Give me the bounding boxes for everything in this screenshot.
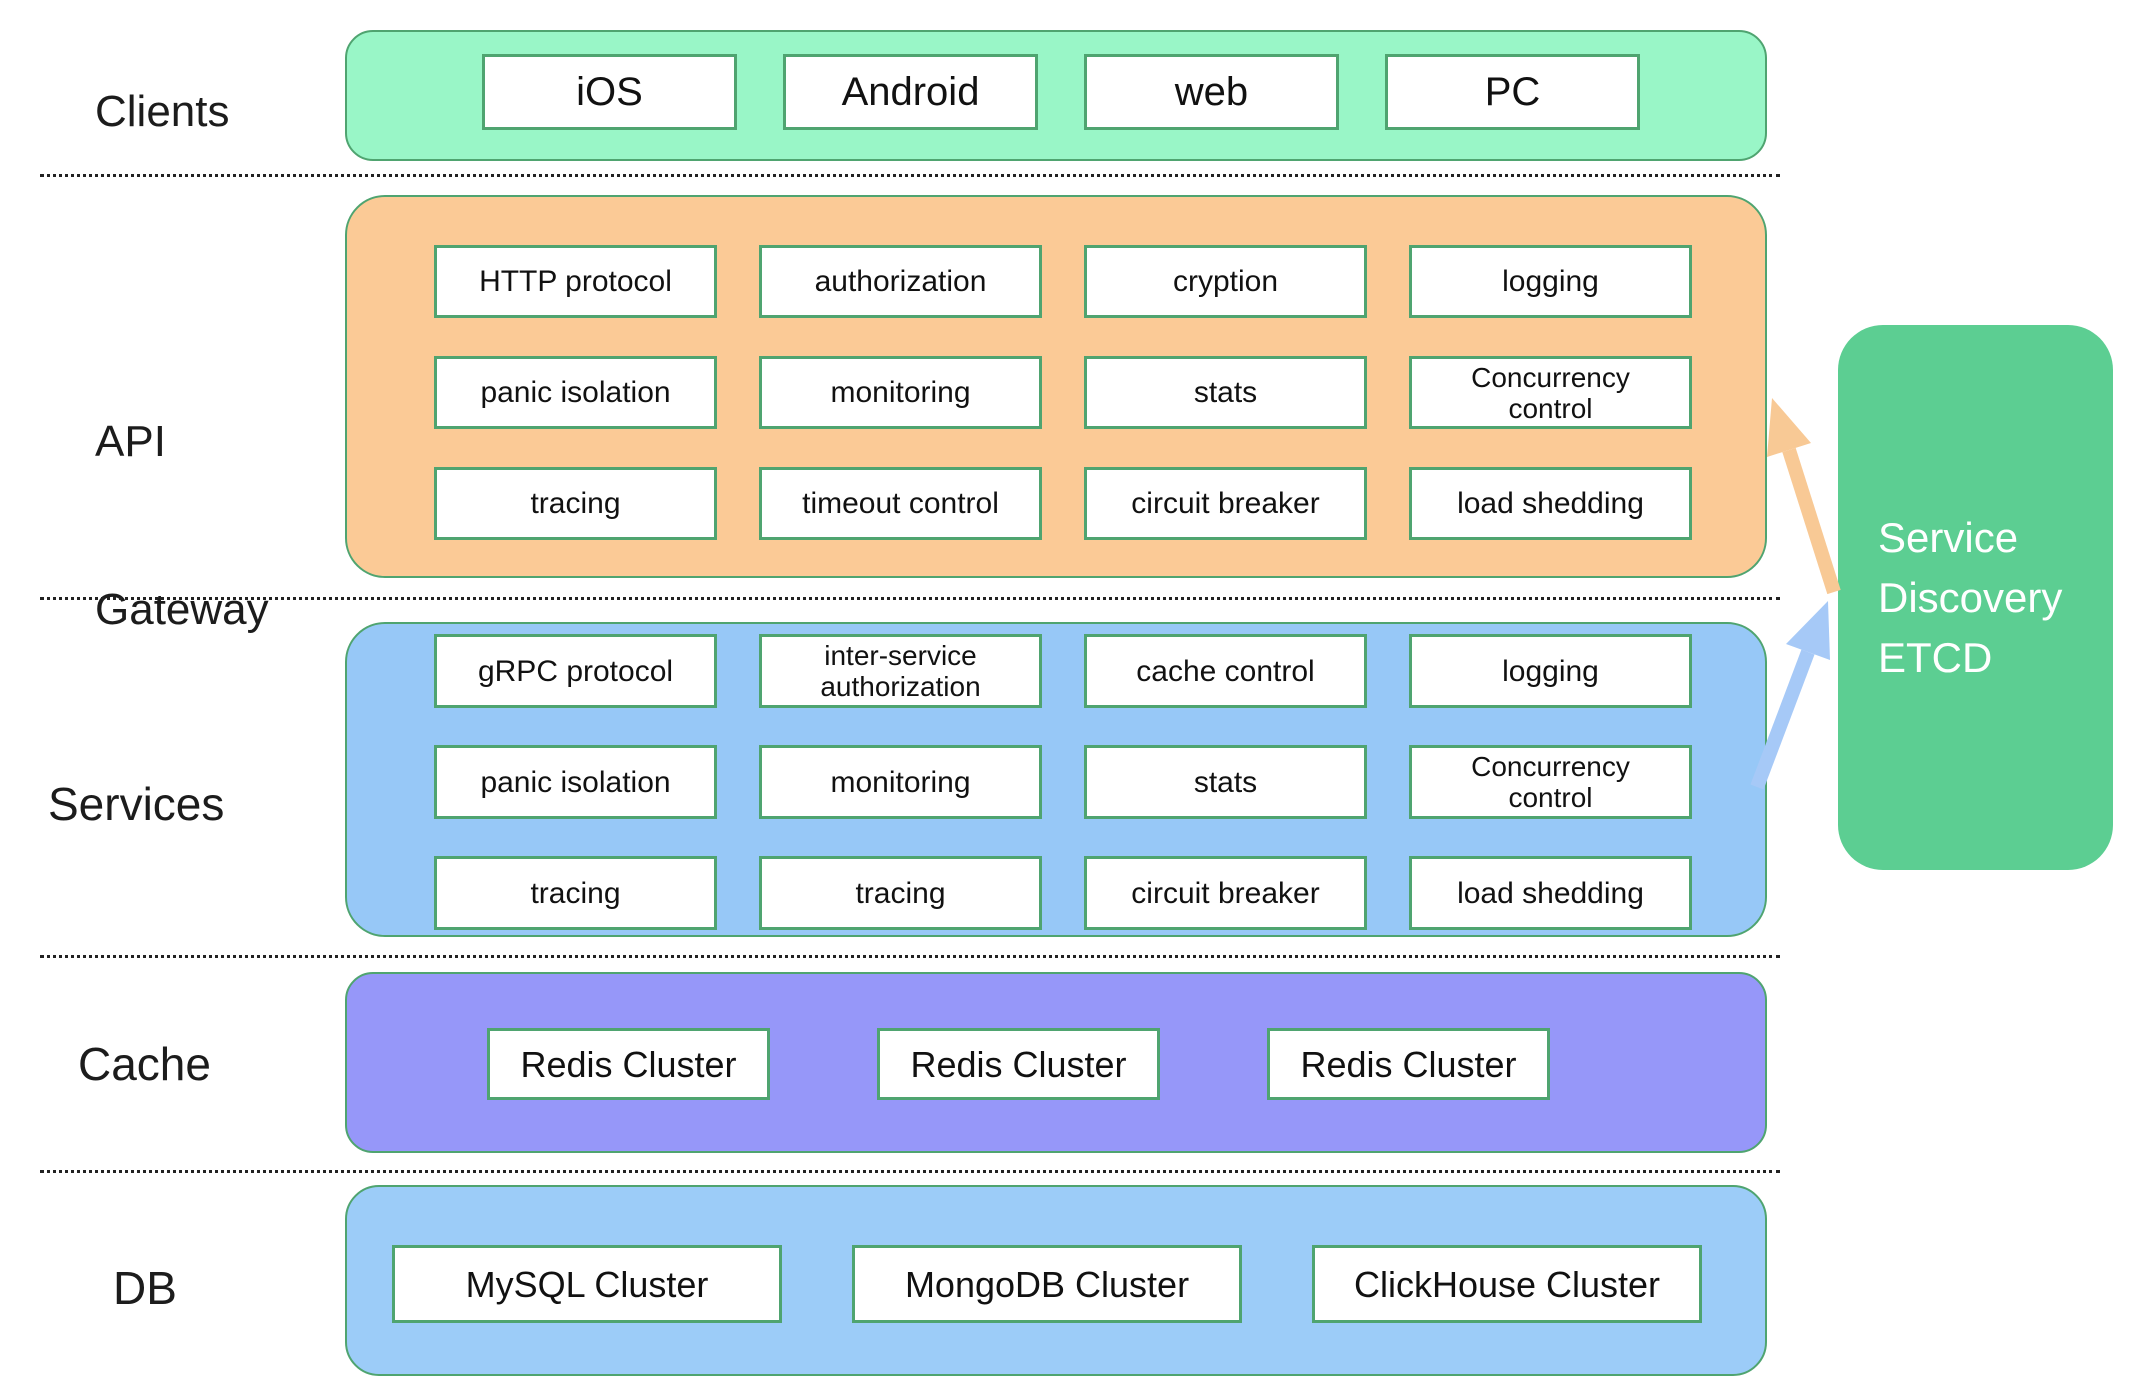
clients-layer-box: iOS Android web PC [345,30,1767,161]
node-mongodb-cluster: MongoDB Cluster [852,1245,1242,1323]
node-gw-monitoring: monitoring [759,356,1042,429]
node-android: Android [783,54,1038,130]
layer-label-clients: Clients [95,87,230,136]
node-gw-tracing: tracing [434,467,717,540]
node-pc: PC [1385,54,1640,130]
layer-label-services: Services [48,778,225,830]
separator-cache-db [40,1170,1780,1173]
node-gw-load-shedding: load shedding [1409,467,1692,540]
node-gw-panic-isolation: panic isolation [434,356,717,429]
node-inter-service-authorization: inter-service authorization [759,634,1042,708]
node-svc-concurrency-control: Concurrency control [1409,745,1692,819]
layer-label-db: DB [113,1262,177,1314]
etcd-label-line3: ETCD [1878,633,1993,681]
separator-gateway-services [40,597,1780,600]
etcd-label-line2: Discovery [1878,573,2063,621]
etcd-label-line1: Service [1878,513,2019,561]
node-ios: iOS [482,54,737,130]
api-gateway-layer-box: HTTP protocol authorization cryption log… [345,195,1767,578]
layer-label-cache: Cache [78,1038,211,1090]
layer-label-api-gateway: API Gateway [95,302,269,750]
node-authorization: authorization [759,245,1042,318]
node-svc-load-shedding: load shedding [1409,856,1692,930]
node-cryption: cryption [1084,245,1367,318]
node-redis-cluster-3: Redis Cluster [1267,1028,1550,1100]
node-svc-circuit-breaker: circuit breaker [1084,856,1367,930]
db-layer-box: MySQL Cluster MongoDB Cluster ClickHouse… [345,1185,1767,1376]
arrow-services-to-etcd [1750,601,1830,790]
node-timeout-control: timeout control [759,467,1042,540]
node-http-protocol: HTTP protocol [434,245,717,318]
cache-layer-box: Redis Cluster Redis Cluster Redis Cluste… [345,972,1767,1153]
node-gw-stats: stats [1084,356,1367,429]
arrow-etcd-to-gateway [1767,398,1841,595]
layer-label-api-line2: Gateway [95,585,269,634]
node-redis-cluster-2: Redis Cluster [877,1028,1160,1100]
node-cache-control: cache control [1084,634,1367,708]
node-svc-monitoring: monitoring [759,745,1042,819]
node-redis-cluster-1: Redis Cluster [487,1028,770,1100]
node-svc-tracing-2: tracing [759,856,1042,930]
node-gw-concurrency-control: Concurrency control [1409,356,1692,429]
node-gw-circuit-breaker: circuit breaker [1084,467,1367,540]
node-grpc-protocol: gRPC protocol [434,634,717,708]
separator-clients-gateway [40,174,1780,177]
node-gw-logging: logging [1409,245,1692,318]
node-svc-stats: stats [1084,745,1367,819]
node-clickhouse-cluster: ClickHouse Cluster [1312,1245,1702,1323]
node-web: web [1084,54,1339,130]
separator-services-cache [40,955,1780,958]
layer-label-api-line1: API [95,417,166,466]
node-svc-logging: logging [1409,634,1692,708]
service-discovery-etcd-box: Service Discovery ETCD [1838,325,2113,870]
services-layer-box: gRPC protocol inter-service authorizatio… [345,622,1767,937]
node-mysql-cluster: MySQL Cluster [392,1245,782,1323]
node-svc-tracing-1: tracing [434,856,717,930]
node-svc-panic-isolation: panic isolation [434,745,717,819]
